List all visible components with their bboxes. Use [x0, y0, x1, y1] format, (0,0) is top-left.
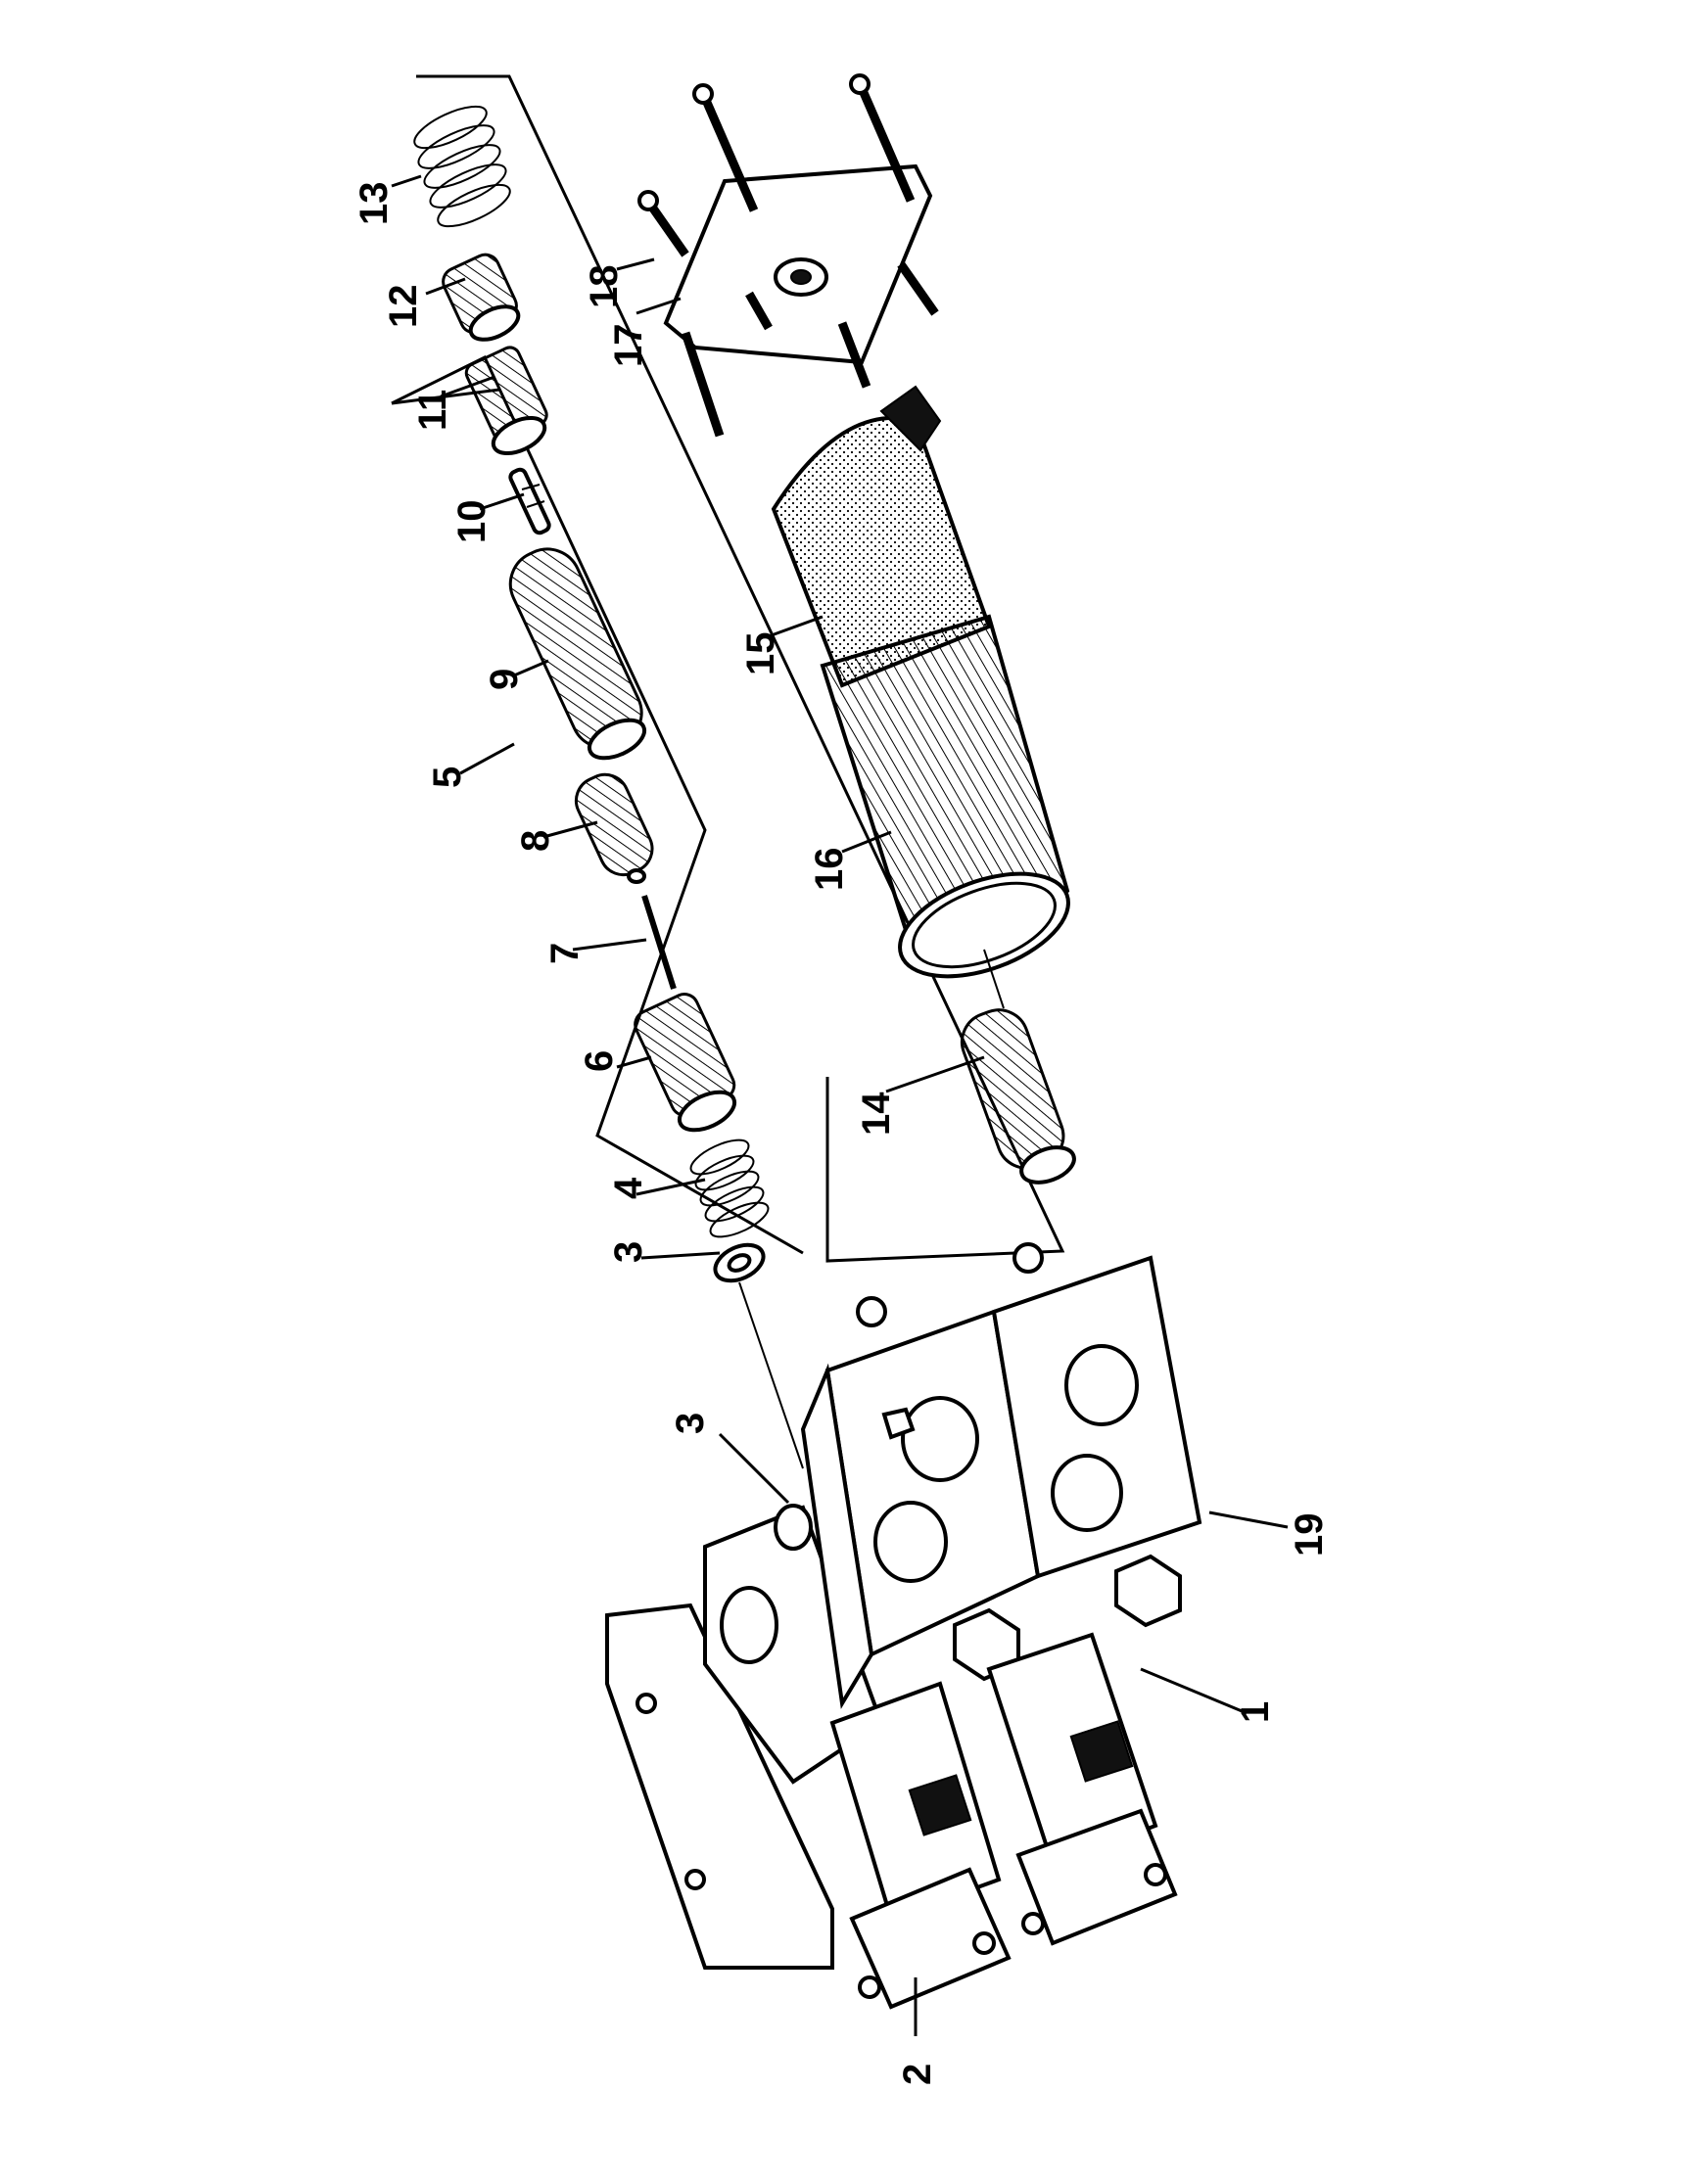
- callout-18: 18: [583, 265, 626, 309]
- pin-10: [508, 467, 551, 535]
- callouts: 1 2 3 3 4 5 6 7 8 9 10 11 12 13 14 15 16…: [353, 182, 1331, 2086]
- armature-14: [960, 949, 1076, 1185]
- callout-15: 15: [739, 632, 782, 676]
- group-frame-outer: [416, 74, 1065, 1263]
- callout-3-lower: 3: [607, 1241, 650, 1263]
- valve-block-assembly: [605, 1242, 1202, 2010]
- axis-line: [738, 1281, 804, 1469]
- callout-2: 2: [896, 2064, 939, 2085]
- callout-10: 10: [450, 500, 494, 544]
- washer-3: [713, 1242, 766, 1283]
- rod-7: [641, 895, 677, 990]
- solenoid-housing-lower: [986, 1632, 1158, 1868]
- callout-17: 17: [607, 324, 650, 368]
- callout-5: 5: [426, 767, 469, 788]
- end-cap-lower: [1015, 1808, 1178, 1946]
- cap-12: [442, 253, 521, 342]
- end-cap-upper: [849, 1867, 1012, 2010]
- coil-15: [771, 385, 992, 688]
- valve-block-upper-side: [800, 1363, 874, 1709]
- callout-9: 9: [483, 669, 526, 690]
- callout-11: 11: [411, 390, 454, 431]
- callout-19: 19: [1288, 1513, 1331, 1557]
- callout-4: 4: [607, 1177, 650, 1199]
- leader-lines: [391, 174, 1289, 2036]
- fitting-11: [464, 346, 548, 456]
- mounting-bracket: [605, 1603, 834, 1970]
- callout-12: 12: [382, 285, 425, 329]
- spring-13: [413, 105, 511, 228]
- callout-1: 1: [1234, 1701, 1277, 1723]
- callout-7: 7: [543, 943, 587, 964]
- tube-16: [820, 614, 1070, 979]
- callout-16: 16: [808, 848, 851, 892]
- callout-3-upper: 3: [669, 1413, 712, 1434]
- fitting-nut-2: [1114, 1554, 1182, 1628]
- tie-rods-18: [637, 73, 939, 438]
- callout-6: 6: [578, 1050, 621, 1072]
- end-plate-17: [663, 163, 933, 365]
- callout-8: 8: [514, 830, 557, 852]
- sleeve-9: [508, 547, 647, 761]
- callout-13: 13: [353, 182, 396, 226]
- guide-6: [634, 993, 737, 1133]
- callout-14: 14: [855, 1092, 898, 1136]
- spring-4: [689, 1138, 770, 1238]
- plunger-8: [574, 772, 654, 884]
